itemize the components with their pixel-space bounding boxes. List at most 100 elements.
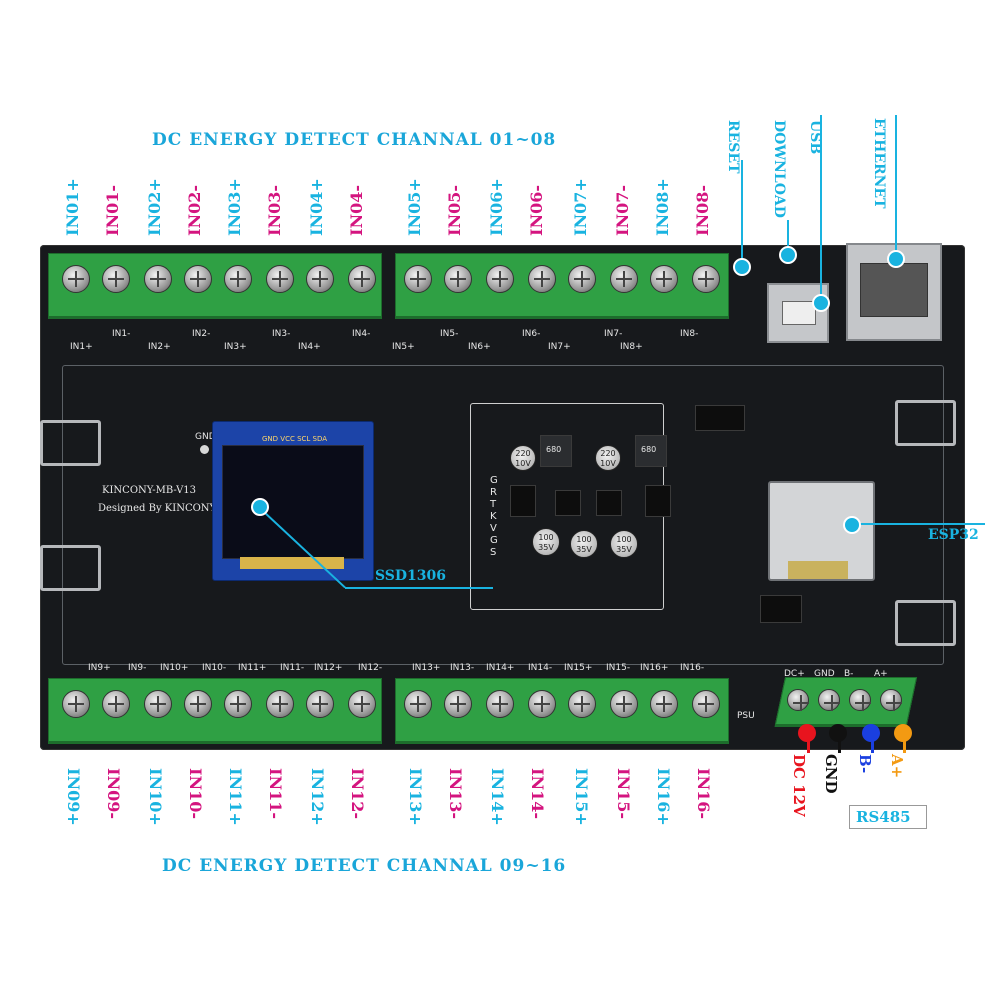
- top-pins-6: IN3-: [272, 329, 291, 339]
- top-pins-11: IN6+: [468, 342, 491, 352]
- top-label-in08-minus: IN08-: [693, 184, 712, 236]
- cap-bottom-1: 100 35V: [532, 528, 560, 556]
- top-screw-16[interactable]: [692, 265, 720, 293]
- top-pins-3: IN2+: [148, 342, 171, 352]
- bottom-screw-5[interactable]: [224, 690, 252, 718]
- power-screw-1[interactable]: [787, 689, 809, 711]
- oled-ribbon: [240, 557, 344, 569]
- top-screw-11[interactable]: [486, 265, 514, 293]
- jumper-letter-5: V: [490, 523, 497, 534]
- top-screw-7[interactable]: [306, 265, 334, 293]
- top-pins-4: IN2-: [192, 329, 211, 339]
- bottom-label-in14+: IN14+: [488, 768, 507, 826]
- inductor-label-2: 680: [641, 445, 657, 454]
- dc-marker: [798, 724, 816, 742]
- power-screw-3[interactable]: [849, 689, 871, 711]
- bottom-pins-10: IN13-: [450, 663, 475, 673]
- rs485-label-box: RS485: [849, 805, 927, 829]
- top-label-in05-minus: IN05-: [445, 184, 464, 236]
- bottom-label-in10+: IN10+: [146, 768, 165, 826]
- bottom-label-in14-: IN14-: [528, 768, 547, 820]
- rs485-label: RS485: [856, 808, 911, 826]
- psu-silk: PSU: [737, 711, 755, 721]
- power-pin-1: DC+: [784, 669, 805, 679]
- top-screw-2[interactable]: [102, 265, 130, 293]
- bottom-label-in09+: IN09+: [64, 768, 83, 826]
- top-screw-4[interactable]: [184, 265, 212, 293]
- gnd-label: GND: [822, 754, 840, 794]
- top-screw-8[interactable]: [348, 265, 376, 293]
- bottom-screw-11[interactable]: [486, 690, 514, 718]
- bottom-pins-8: IN12-: [358, 663, 383, 673]
- bottom-screw-9[interactable]: [404, 690, 432, 718]
- bottom-screw-8[interactable]: [348, 690, 376, 718]
- bottom-screw-10[interactable]: [444, 690, 472, 718]
- dc12v-label: DC 12V: [790, 754, 808, 817]
- power-pin-2: GND: [814, 669, 835, 679]
- top-screw-1[interactable]: [62, 265, 90, 293]
- bottom-screw-7[interactable]: [306, 690, 334, 718]
- top-pins-16: IN8-: [680, 329, 699, 339]
- top-screw-10[interactable]: [444, 265, 472, 293]
- a-wire: [903, 733, 906, 753]
- top-label-in03-minusplus: IN03+: [225, 178, 244, 236]
- top-label-in02-minus: IN02-: [185, 184, 204, 236]
- usb-label: USB: [807, 120, 823, 155]
- power-screw-4[interactable]: [880, 689, 902, 711]
- bottom-screw-13[interactable]: [568, 690, 596, 718]
- rj45-socket: [860, 263, 928, 317]
- pcb-board: IN1+IN1-IN2+IN2-IN3+IN3-IN4+IN4-IN5+IN5-…: [40, 243, 965, 750]
- power-screw-2[interactable]: [818, 689, 840, 711]
- bottom-pins-11: IN14+: [486, 663, 515, 673]
- top-screw-6[interactable]: [266, 265, 294, 293]
- bottom-screw-16[interactable]: [692, 690, 720, 718]
- bottom-label-in10-: IN10-: [186, 768, 205, 820]
- bottom-screw-2[interactable]: [102, 690, 130, 718]
- inner-outline: [62, 365, 944, 665]
- reset-leader: [741, 160, 743, 264]
- top-screw-9[interactable]: [404, 265, 432, 293]
- top-screw-3[interactable]: [144, 265, 172, 293]
- bottom-label-in16-: IN16-: [694, 768, 713, 820]
- top-screw-12[interactable]: [528, 265, 556, 293]
- jumper-letter-7: S: [490, 547, 497, 558]
- top-pins-2: IN1-: [112, 329, 131, 339]
- top-screw-14[interactable]: [610, 265, 638, 293]
- bottom-pins-12: IN14-: [528, 663, 553, 673]
- ethernet-label: ETHERNET: [871, 118, 887, 209]
- bottom-screw-14[interactable]: [610, 690, 638, 718]
- ssd1306-label: SSD1306: [375, 568, 447, 584]
- gnd-pad: [200, 445, 209, 454]
- clamp-left-top: [40, 420, 101, 466]
- bottom-screw-4[interactable]: [184, 690, 212, 718]
- jumper-letter-6: G: [490, 535, 498, 546]
- b-wire: [871, 733, 874, 753]
- bottom-label-in09-: IN09-: [104, 768, 123, 820]
- reset-marker: [733, 258, 751, 276]
- top-label-in08-minusplus: IN08+: [653, 178, 672, 236]
- bottom-screw-1[interactable]: [62, 690, 90, 718]
- download-marker: [779, 246, 797, 264]
- bottom-pins-4: IN10-: [202, 663, 227, 673]
- usb-port[interactable]: [767, 283, 829, 343]
- jumper-letter-2: R: [490, 487, 497, 498]
- bottom-pins-15: IN16+: [640, 663, 669, 673]
- bottom-screw-3[interactable]: [144, 690, 172, 718]
- top-label-in06-minusplus: IN06+: [487, 178, 506, 236]
- gnd-wire: [838, 733, 841, 753]
- top-pins-7: IN4+: [298, 342, 321, 352]
- top-screw-5[interactable]: [224, 265, 252, 293]
- bottom-screw-15[interactable]: [650, 690, 678, 718]
- top-screw-15[interactable]: [650, 265, 678, 293]
- bottom-label-in12-: IN12-: [348, 768, 367, 820]
- bottom-screw-12[interactable]: [528, 690, 556, 718]
- model-text: KINCONY-MB-V13: [102, 485, 197, 496]
- bottom-pins-14: IN15-: [606, 663, 631, 673]
- top-label-in04-minusplus: IN04+: [307, 178, 326, 236]
- bottom-screw-6[interactable]: [266, 690, 294, 718]
- usb-port-inner: [782, 301, 816, 325]
- top-pins-12: IN6-: [522, 329, 541, 339]
- top-label-in01-minusplus: IN01+: [63, 178, 82, 236]
- bottom-pins-3: IN10+: [160, 663, 189, 673]
- top-screw-13[interactable]: [568, 265, 596, 293]
